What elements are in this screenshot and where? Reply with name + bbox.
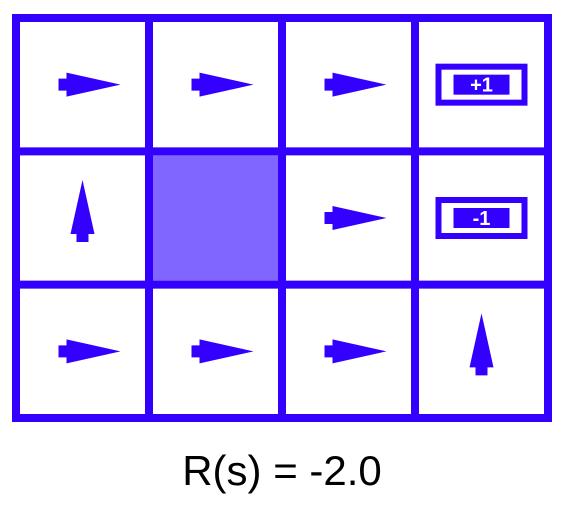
right-arrow-icon [324, 206, 387, 230]
goal-reward-label: +1 [470, 75, 493, 97]
pit-reward-label: -1 [473, 208, 491, 230]
right-arrow-icon [324, 339, 387, 364]
right-arrow-icon [324, 72, 387, 97]
pit-terminal-band [453, 208, 510, 228]
up-arrow-icon [469, 313, 494, 376]
gridworld-policy-grid: +1 -1 [12, 14, 552, 422]
wall-cell [153, 155, 278, 281]
right-arrow-icon [58, 72, 121, 97]
goal-terminal-box [435, 63, 528, 106]
up-arrow-icon [70, 180, 95, 242]
right-arrow-icon [191, 339, 254, 364]
reward-caption: R(s) = -2.0 [182, 447, 382, 494]
goal-terminal-band [453, 74, 510, 95]
right-arrow-icon [191, 72, 254, 97]
right-arrow-icon [58, 339, 121, 364]
